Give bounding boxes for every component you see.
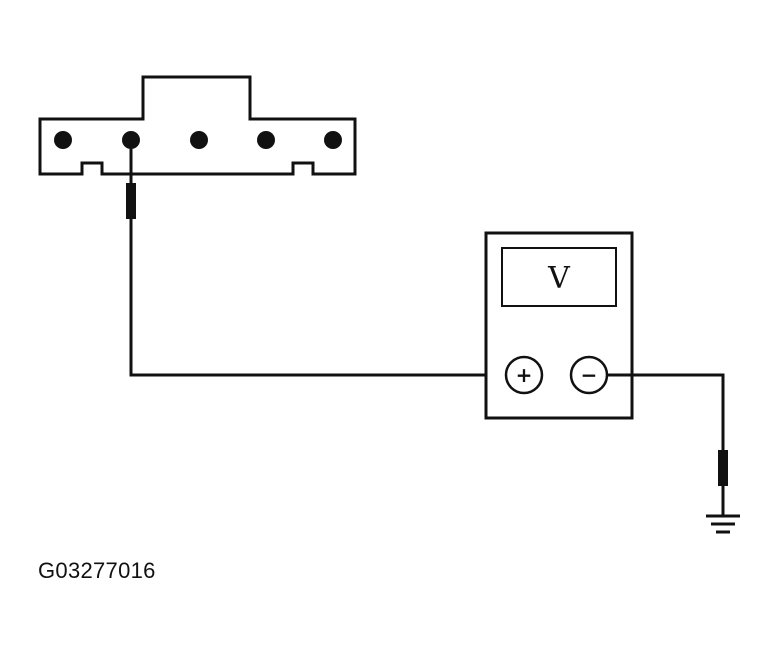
positive-probe-tip [126,183,136,219]
connector-pin-2 [122,131,140,149]
negative-lead-wire [607,373,725,450]
positive-terminal-sign: + [516,363,533,387]
voltmeter-unit: V [547,261,571,296]
connector-pin-4 [257,131,275,149]
connector-pin-1 [54,131,72,149]
negative-probe-tip [718,450,728,486]
positive-lead-wire [129,219,506,377]
figure-id: G03277016 [38,558,156,583]
connector-pin-5 [324,131,342,149]
positive-terminal [504,355,544,395]
voltmeter-display [501,247,617,307]
connector-pin-3 [190,131,208,149]
connector-body [38,75,357,176]
ground-symbol [706,514,740,534]
negative-terminal-sign: − [581,363,598,387]
